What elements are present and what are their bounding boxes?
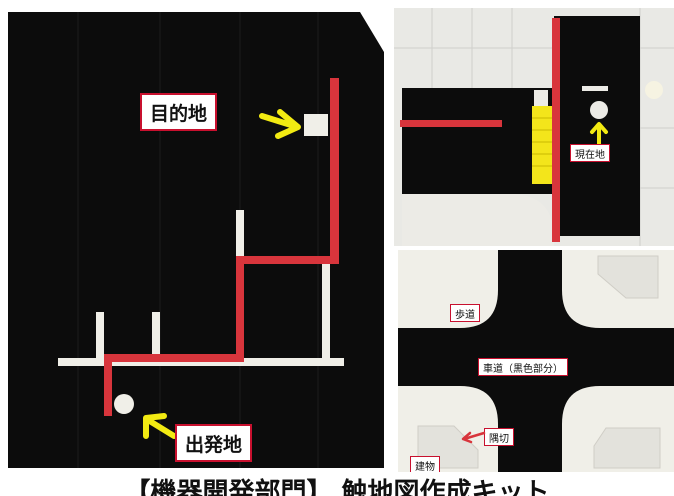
sidewalk-label: 歩道 <box>450 304 480 322</box>
current-location-label: 現在地 <box>570 144 610 162</box>
roadway-label: 車道（黒色部分） <box>478 358 568 376</box>
red-route-line <box>104 78 339 416</box>
corner-label: 隅切 <box>484 428 514 446</box>
start-label: 出発地 <box>175 424 253 462</box>
destination-label: 目的地 <box>140 93 218 131</box>
panel-divider-vertical <box>392 0 394 472</box>
kit-caption: 【機器開発部門】 触地図作成キット <box>124 478 550 496</box>
start-marker <box>114 394 134 414</box>
destination-marker <box>304 114 328 136</box>
destination-arrow-icon <box>259 109 301 139</box>
current-location-panel: 現在地 <box>392 8 674 246</box>
left-map-board <box>8 12 384 468</box>
current-location-scene <box>392 8 674 246</box>
start-arrow-icon <box>143 413 177 439</box>
left-map-panel: 目的地 出発地 <box>8 12 384 468</box>
building-label: 建物 <box>410 456 440 472</box>
intersection-panel: 歩道 車道（黒色部分） 隅切 建物 <box>398 250 674 472</box>
braille-block <box>532 90 552 184</box>
current-location-marker <box>590 101 608 119</box>
current-location-arrow-icon <box>590 122 608 148</box>
corner-arrow-icon <box>461 431 486 444</box>
black-board <box>8 12 384 468</box>
